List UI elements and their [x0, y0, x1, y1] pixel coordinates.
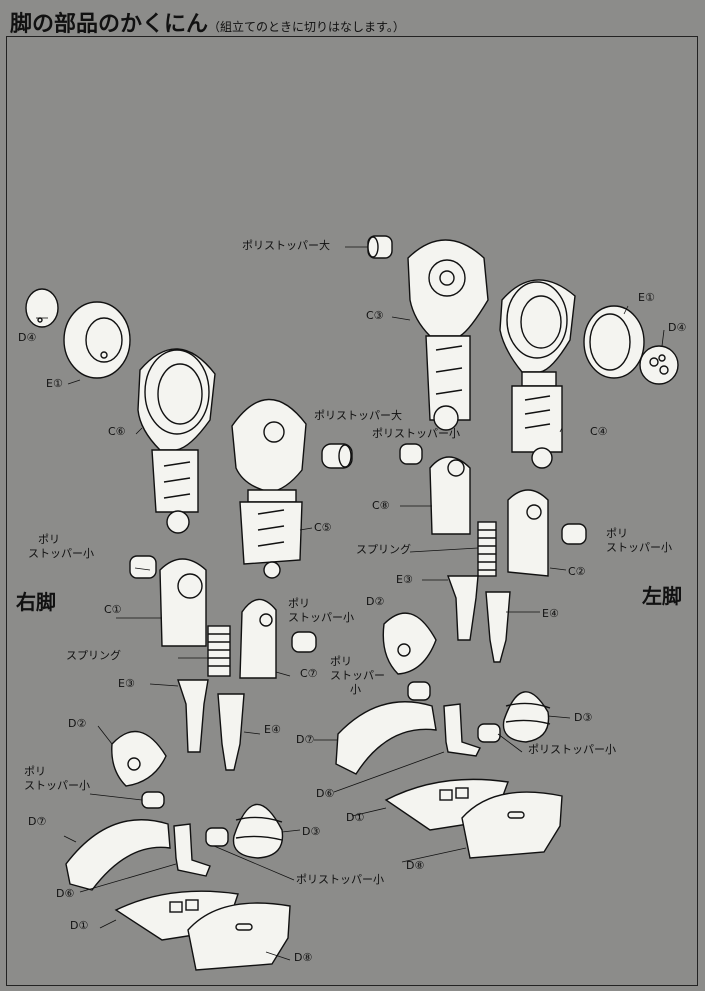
label-c5: C⑤ — [314, 521, 332, 534]
label-spring-left-leg: スプリング — [356, 543, 411, 556]
part-c7 — [239, 598, 277, 679]
part-e1-left-side — [63, 301, 131, 379]
poly-stopper-small-mid — [399, 443, 423, 465]
poly-stopper-large-top — [367, 235, 393, 259]
label-poly-stopper-large-top: ポリストッパー大 — [242, 239, 330, 252]
label-poly-stopper-small-right-2: ストッパー小 — [606, 541, 672, 554]
part-d6-right-side — [443, 703, 481, 757]
label-poly-stopper-small-d2-1: ポリ — [24, 765, 46, 778]
part-d4-right-side — [639, 345, 679, 385]
label-e3-right-leg: E③ — [118, 677, 135, 690]
label-poly-stopper-small-c1-2: ストッパー小 — [28, 547, 94, 560]
part-e4-right-leg — [217, 693, 245, 771]
label-d1-left-leg: D① — [346, 811, 365, 824]
part-d6-left-side — [173, 823, 211, 877]
label-e4-right-leg: E④ — [264, 723, 281, 736]
label-e3-left-leg: E③ — [396, 573, 413, 586]
label-d4-left-leg: D④ — [668, 321, 687, 334]
poly-stopper-small-right — [561, 523, 587, 545]
label-poly-stopper-small-d3-left: ポリストッパー小 — [528, 743, 616, 756]
label-c2: C② — [568, 565, 586, 578]
label-d7-right-leg: D⑦ — [28, 815, 47, 828]
part-d2-left-side — [111, 730, 167, 787]
part-d3-right-side — [502, 691, 551, 743]
part-d2-right-side — [382, 612, 437, 675]
page-title: 脚の部品のかくにん（組立てのときに切りはなします。） — [10, 6, 405, 38]
label-poly-stopper-small-mid: ポリストッパー小 — [372, 427, 460, 440]
subtitle-text: （組立てのときに切りはなします。） — [208, 20, 405, 34]
poly-stopper-small-c7 — [291, 631, 317, 653]
label-c3: C③ — [366, 309, 384, 322]
part-c2 — [507, 489, 549, 577]
part-c3 — [407, 239, 489, 431]
poly-stopper-small-d3 — [477, 723, 501, 743]
part-d7-right-side — [335, 701, 437, 775]
label-poly-stopper-small-d2-2: ストッパー小 — [24, 779, 90, 792]
label-c4: C④ — [590, 425, 608, 438]
label-poly-stopper-small-right-1: ポリ — [606, 527, 628, 540]
label-c1: C① — [104, 603, 122, 616]
label-d3-right-leg: D③ — [302, 825, 321, 838]
part-d4-left-side — [25, 288, 59, 328]
left-leg-heading: 左脚 — [642, 584, 682, 608]
label-poly-stopper-small-c7-2: ストッパー小 — [288, 611, 354, 624]
poly-stopper-small-d7 — [407, 681, 431, 701]
diagram-frame — [6, 36, 698, 986]
label-d6-left-leg: D⑥ — [316, 787, 335, 800]
part-c5 — [231, 398, 307, 579]
part-d3-left-side — [232, 803, 284, 859]
label-e1-right-leg: E① — [46, 377, 63, 390]
label-e1-left-leg: E① — [638, 291, 655, 304]
label-poly-stopper-small-d7-3: 小 — [350, 683, 361, 696]
label-d3-left-leg: D③ — [574, 711, 593, 724]
label-d1-right-leg: D① — [70, 919, 89, 932]
poly-stopper-small-d2 — [141, 791, 165, 809]
spring-right-leg — [207, 625, 231, 677]
poly-stopper-small-d6 — [205, 827, 229, 847]
title-text: 脚の部品のかくにん — [10, 12, 209, 37]
label-d8-left-leg: D⑧ — [406, 859, 425, 872]
part-c1 — [159, 558, 207, 647]
label-d2-right-leg: D② — [68, 717, 87, 730]
label-d2-left-leg: D② — [366, 595, 385, 608]
part-e1-right-side — [583, 305, 645, 379]
poly-stopper-large-mid — [321, 443, 353, 469]
label-poly-stopper-small-d7-1: ポリ — [330, 655, 352, 668]
right-leg-heading: 右脚 — [16, 590, 56, 614]
label-e4-left-leg: E④ — [542, 607, 559, 620]
part-e4-left-leg — [485, 591, 511, 663]
label-spring-right-leg: スプリング — [66, 649, 121, 662]
label-poly-stopper-large-mid: ポリストッパー大 — [314, 409, 402, 422]
label-poly-stopper-small-c1-1: ポリ — [38, 533, 60, 546]
spring-left-leg — [477, 521, 497, 577]
poly-stopper-small-left-c1 — [129, 555, 157, 579]
label-c8: C⑧ — [372, 499, 390, 512]
part-c6 — [137, 348, 216, 534]
label-d4-right-leg: D④ — [18, 331, 37, 344]
label-poly-stopper-small-c7-1: ポリ — [288, 597, 310, 610]
part-d8-right-side — [461, 791, 563, 859]
part-e3-right-leg — [177, 679, 209, 753]
label-c6: C⑥ — [108, 425, 126, 438]
label-d7-left-leg: D⑦ — [296, 733, 315, 746]
part-c4 — [499, 279, 576, 469]
label-d6-right-leg: D⑥ — [56, 887, 75, 900]
leader-lines — [36, 246, 665, 961]
part-d8-left-side — [187, 902, 291, 971]
part-e3-left-leg — [447, 575, 479, 641]
label-c7: C⑦ — [300, 667, 318, 680]
part-c8 — [429, 456, 471, 535]
part-d7-left-side — [65, 819, 171, 891]
label-d8-right-leg: D⑧ — [294, 951, 313, 964]
label-poly-stopper-small-d7-2: ストッパー — [330, 669, 385, 682]
label-poly-stopper-small-d6-right: ポリストッパー小 — [296, 873, 384, 886]
